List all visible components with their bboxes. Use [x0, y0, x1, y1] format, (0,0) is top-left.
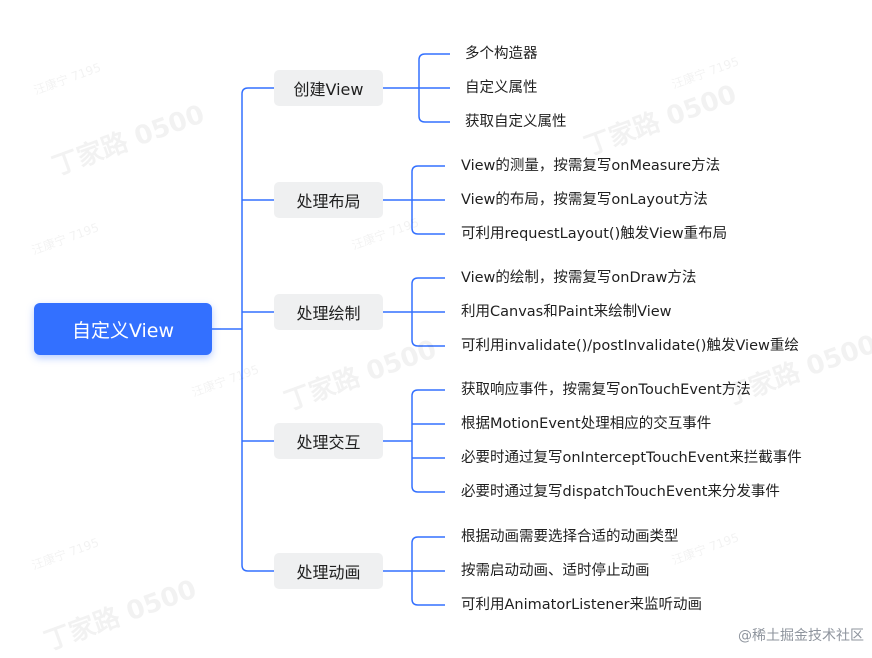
- leaf-node[interactable]: View的布局，按需复写onLayout方法: [461, 192, 708, 208]
- leaf-connector: [418, 115, 450, 123]
- source-credit: @稀土掘金技术社区: [738, 628, 864, 644]
- leaf-connector: [411, 165, 445, 173]
- leaf-connector: [418, 53, 450, 61]
- leaf-node[interactable]: 必要时通过复写onInterceptTouchEvent来拦截事件: [461, 450, 802, 466]
- branch-node-draw[interactable]: 处理绘制: [274, 294, 383, 330]
- leaf-node[interactable]: 自定义属性: [465, 80, 538, 96]
- leaf-node[interactable]: 获取自定义属性: [465, 114, 567, 130]
- leaf-node[interactable]: 可利用requestLayout()触发View重布局: [461, 226, 728, 242]
- leaf-node[interactable]: View的测量，按需复写onMeasure方法: [461, 158, 721, 174]
- leaf-connector: [411, 227, 445, 235]
- leaf-connector: [411, 536, 445, 544]
- leaf-node[interactable]: 必要时通过复写dispatchTouchEvent来分发事件: [461, 484, 780, 500]
- root-node[interactable]: 自定义View: [34, 303, 212, 355]
- leaf-node[interactable]: 根据MotionEvent处理相应的交互事件: [461, 416, 712, 432]
- leaf-node[interactable]: 可利用invalidate()/postInvalidate()触发View重绘: [461, 338, 799, 354]
- leaf-connector: [411, 389, 445, 397]
- branch-node-interaction[interactable]: 处理交互: [274, 423, 383, 459]
- leaf-node[interactable]: 按需启动动画、适时停止动画: [461, 563, 650, 579]
- branch-node-animation[interactable]: 处理动画: [274, 553, 383, 589]
- leaf-connector: [411, 485, 445, 493]
- leaf-connector: [411, 339, 445, 347]
- branch-connector: [241, 87, 274, 95]
- leaf-node[interactable]: 获取响应事件，按需复写onTouchEvent方法: [461, 382, 751, 398]
- leaf-node[interactable]: 可利用AnimatorListener来监听动画: [461, 597, 703, 613]
- leaf-node[interactable]: 利用Canvas和Paint来绘制View: [461, 304, 672, 320]
- leaf-node[interactable]: 多个构造器: [465, 46, 538, 62]
- leaf-node[interactable]: View的绘制，按需复写onDraw方法: [461, 270, 697, 286]
- branch-node-layout[interactable]: 处理布局: [274, 182, 383, 218]
- leaf-node[interactable]: 根据动画需要选择合适的动画类型: [461, 529, 679, 545]
- leaf-connector: [411, 598, 445, 606]
- leaf-connector: [411, 277, 445, 285]
- branch-connector: [241, 564, 274, 572]
- branch-node-create-view[interactable]: 创建View: [274, 70, 383, 106]
